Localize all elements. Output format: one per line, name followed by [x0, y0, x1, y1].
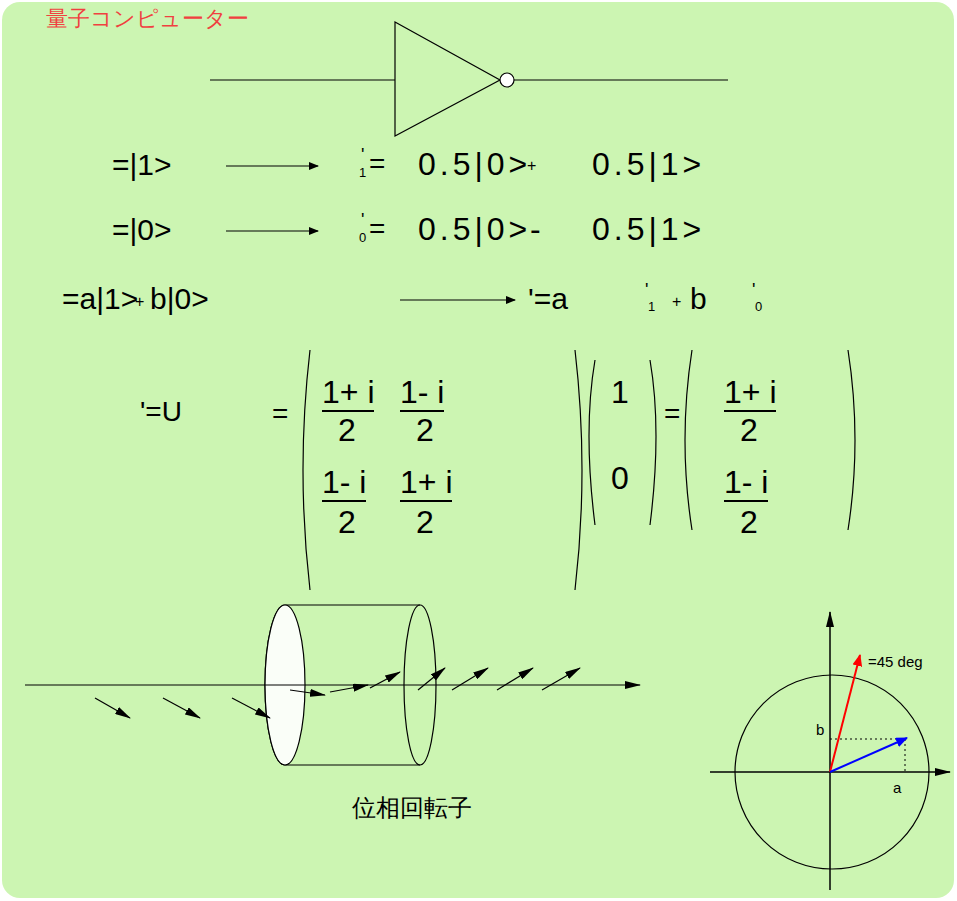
subscript: 1: [648, 300, 655, 313]
phase-circle: [710, 612, 950, 890]
matrix-numerator: 1- i: [400, 376, 444, 412]
matrix-numerator: 1+ i: [400, 466, 452, 502]
axis-component: a: [893, 780, 901, 795]
plus-sign: +: [135, 294, 144, 310]
phase-rotator: [25, 605, 640, 765]
minus-sign: -: [530, 213, 541, 245]
operator-label: '=U: [140, 398, 182, 426]
result-denominator: 2: [740, 506, 758, 538]
result-numerator: 1+ i: [724, 376, 776, 412]
prime-mark: ': [361, 146, 364, 164]
output-state: '=a: [528, 284, 568, 314]
equals-sign: =: [272, 400, 288, 428]
caption-label: 位相回転子: [352, 796, 472, 820]
matrix-denominator: 2: [338, 414, 356, 446]
matrix-numerator: 1+ i: [322, 376, 374, 412]
state-label: =|0>: [112, 215, 172, 245]
prime-mark: ': [752, 281, 755, 299]
amplitude-term: 0.5|0>: [418, 213, 531, 245]
state-label: b|0>: [150, 284, 209, 314]
amplitude-term: 0.5|0>: [418, 148, 531, 180]
state-label: =a|1>: [62, 284, 138, 314]
state-label: =|1>: [112, 150, 172, 180]
equals-sign: =: [369, 150, 385, 178]
prime-mark: ': [361, 211, 364, 229]
matrix-denominator: 2: [416, 414, 434, 446]
result-numerator: 1- i: [724, 466, 768, 502]
result-denominator: 2: [740, 414, 758, 446]
plus-sign: +: [527, 158, 536, 174]
matrix-denominator: 2: [416, 506, 434, 538]
matrix-denominator: 2: [338, 506, 356, 538]
amplitude-term: 0.5|1>: [592, 148, 705, 180]
angle-label: =45 deg: [868, 654, 923, 669]
subscript: 0: [755, 300, 762, 313]
subscript: 0: [359, 231, 366, 244]
subscript: 1: [359, 166, 366, 179]
vector-entry: 1: [611, 376, 629, 408]
axis-component: b: [816, 722, 824, 737]
title: 量子コンピューター: [46, 8, 249, 30]
amplitude-term: 0.5|1>: [592, 213, 705, 245]
matrix-brackets: [303, 350, 855, 590]
vector-entry: 0: [611, 462, 629, 494]
not-gate: [210, 22, 728, 136]
plus-sign: +: [672, 294, 681, 310]
coefficient: b: [690, 284, 707, 314]
prime-mark: ': [645, 281, 648, 299]
matrix-numerator: 1- i: [322, 466, 366, 502]
equals-sign: =: [664, 400, 680, 428]
equals-sign: =: [369, 215, 385, 243]
